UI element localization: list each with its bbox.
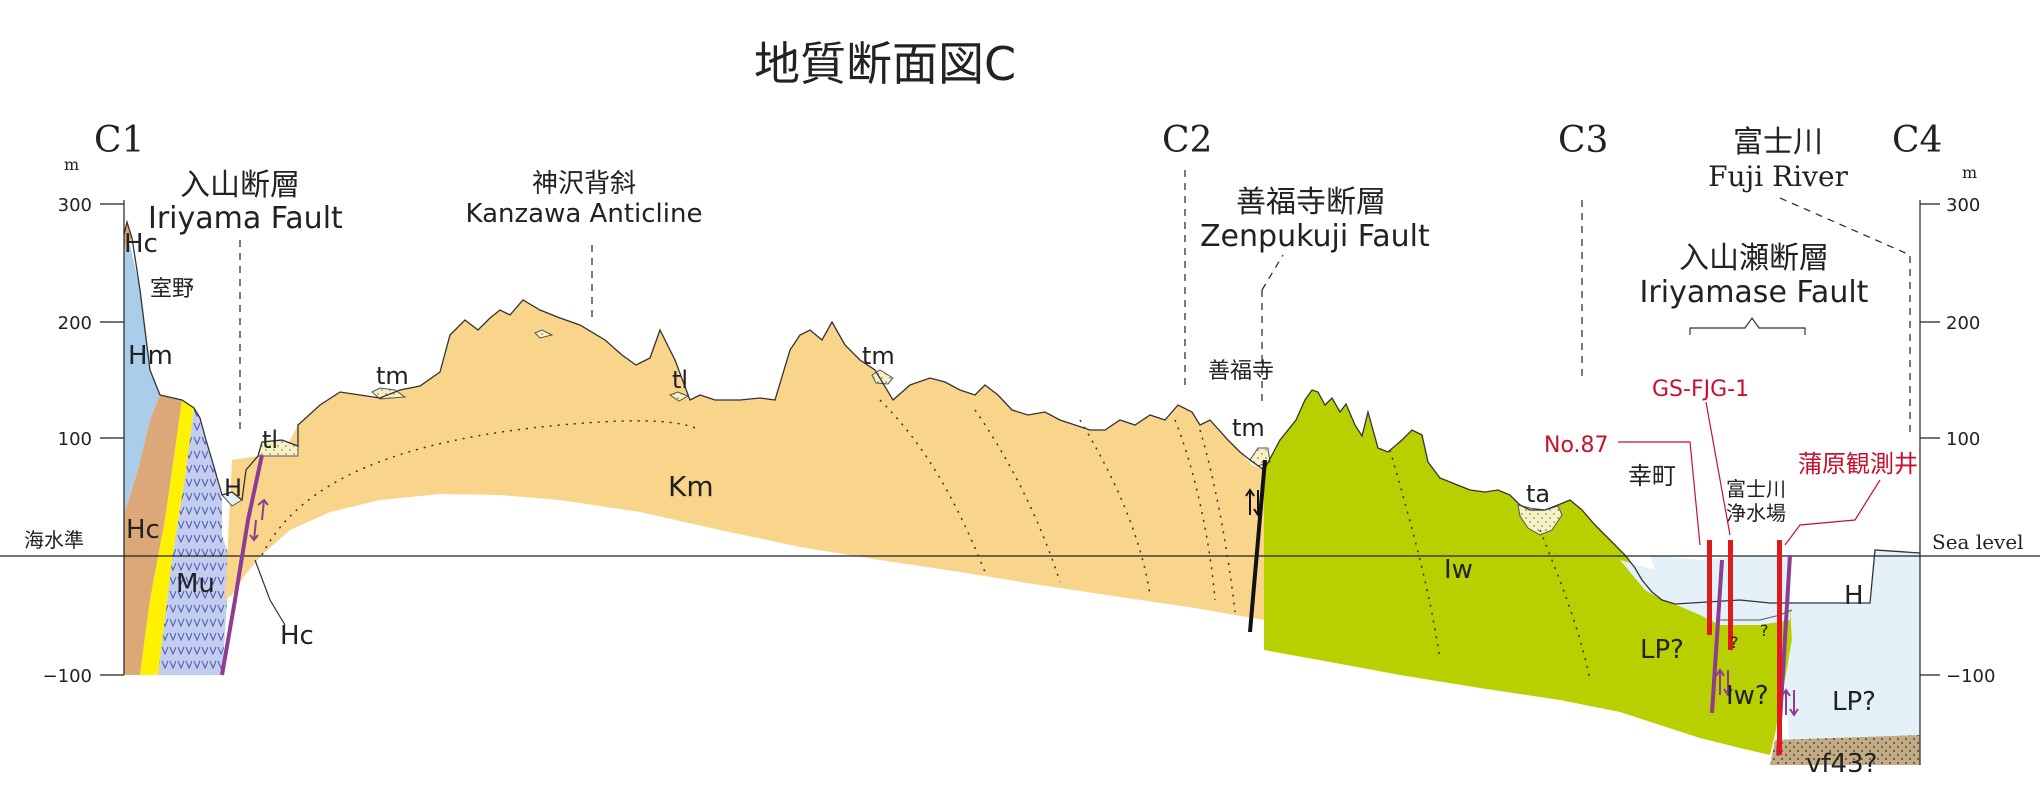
axis-unit-left: m	[64, 155, 79, 174]
unit-label-tm-3: tm	[1232, 414, 1265, 442]
deposit-tm-2	[534, 329, 554, 339]
fuji-river-en: Fuji River	[1708, 160, 1848, 193]
unit-label-ta: ta	[1526, 480, 1550, 508]
tick-left-200: 200	[58, 313, 92, 334]
zenpukuji-fault	[1248, 459, 1267, 633]
fault-arrows	[249, 498, 269, 542]
unit-label-q2: ?	[1760, 621, 1769, 640]
tick-right-100: 100	[1946, 429, 1980, 450]
iriyamase-arrows	[1715, 668, 1799, 717]
iriyama-fault-jp: 入山断層	[180, 168, 300, 203]
zenpukuji-arrows	[1245, 488, 1263, 517]
tick-left-300: 300	[58, 195, 92, 216]
unit-label-LP-right: LP?	[1832, 687, 1876, 717]
place-plant-line1: 富士川	[1726, 477, 1786, 501]
iriyama-fault	[220, 454, 264, 676]
unit-Iw-area	[1264, 390, 1792, 755]
tick-left-minus100: −100	[43, 666, 92, 687]
unit-label-tm-1: tm	[376, 362, 409, 390]
unit-label-tl-left: tl	[262, 426, 278, 454]
ground-surface-line	[123, 219, 1921, 605]
iriyamase-fault-jp: 入山瀬断層	[1679, 241, 1829, 276]
left-axis	[100, 200, 125, 676]
right-axis	[1919, 200, 1940, 765]
unit-label-Iw: Iw	[1444, 555, 1473, 585]
unit-label-LP-left: LP?	[1640, 635, 1684, 665]
fuji-river-jp: 富士川	[1733, 125, 1823, 160]
iriyamase-fault-1	[1710, 559, 1724, 714]
unit-label-tl-mid: tl	[672, 366, 688, 394]
unit-label-Hc-lower: Hc	[126, 515, 160, 545]
unit-label-q1: ?	[1730, 633, 1739, 652]
kanzawa-anticline-en: Kanzawa Anticline	[466, 199, 703, 229]
well-label-kanbara: 蒲原観測井	[1798, 450, 1918, 478]
unit-label-vf43: vf43?	[1806, 749, 1877, 779]
tick-right-300: 300	[1946, 195, 1980, 216]
tick-right-minus100: −100	[1946, 666, 1995, 687]
sea-level-label-left: 海水準	[24, 528, 84, 552]
place-zenpukuji: 善福寺	[1208, 359, 1274, 384]
leader-Hc	[254, 559, 286, 626]
sea-level-label-right: Sea level	[1932, 530, 2024, 554]
place-saiwaicho: 幸町	[1628, 462, 1676, 490]
place-plant-line2: 浄水場	[1726, 501, 1786, 525]
zenpukuji-fault-jp: 善福寺断層	[1236, 185, 1386, 220]
section-label-c1: C1	[94, 120, 144, 161]
iriyamase-fault-en: Iriyamase Fault	[1640, 275, 1869, 310]
tick-right-200: 200	[1946, 313, 1980, 334]
unit-label-Iw-q: Iw?	[1726, 681, 1769, 711]
unit-vf43-area	[1770, 735, 1920, 765]
section-label-c4: C4	[1892, 120, 1942, 161]
iriyamase-brace	[1689, 316, 1806, 335]
unit-label-Hm: Hm	[128, 341, 173, 371]
unit-label-Mu: Mu	[176, 569, 215, 599]
unit-label-Hc-top: Hc	[124, 229, 158, 259]
kanzawa-anticline-jp: 神沢背斜	[532, 169, 636, 199]
well-label-gs-fjg-1: GS-FJG-1	[1652, 377, 1749, 402]
axis-unit-right: m	[1962, 163, 1977, 182]
section-dashed-lines	[239, 170, 1911, 435]
unit-label-H-left: H	[224, 474, 242, 502]
well-kanbara	[1777, 540, 1782, 755]
unit-label-Km: Km	[668, 470, 714, 503]
unit-label-Hc-leader: Hc	[280, 621, 314, 651]
leader-lines	[1618, 401, 1881, 546]
section-label-c2: C2	[1162, 120, 1212, 161]
unit-label-H-right: H	[1844, 581, 1864, 611]
unit-Km-area	[225, 300, 1264, 620]
page-title: 地質断面図C	[754, 37, 1016, 91]
unit-Mu-area	[158, 408, 230, 675]
unit-label-tm-2: tm	[862, 342, 895, 370]
section-label-c3: C3	[1558, 120, 1608, 161]
unit-Hc-lower-area	[124, 395, 182, 675]
zenpukuji-fault-en: Zenpukuji Fault	[1200, 219, 1430, 254]
well-label-no87: No.87	[1544, 433, 1609, 458]
deposit-ta	[1517, 504, 1563, 536]
iriyama-fault-en: Iriyama Fault	[148, 201, 343, 236]
well-gs-fjg-1	[1728, 540, 1733, 650]
H-base-line	[1720, 609, 1793, 621]
tick-left-100: 100	[58, 429, 92, 450]
unit-Hm-area	[124, 235, 160, 515]
bedding-dotted-lines	[261, 399, 1591, 681]
unit-yellow-bed	[140, 400, 194, 675]
well-no87	[1707, 540, 1712, 635]
place-muroya: 室野	[150, 277, 194, 302]
